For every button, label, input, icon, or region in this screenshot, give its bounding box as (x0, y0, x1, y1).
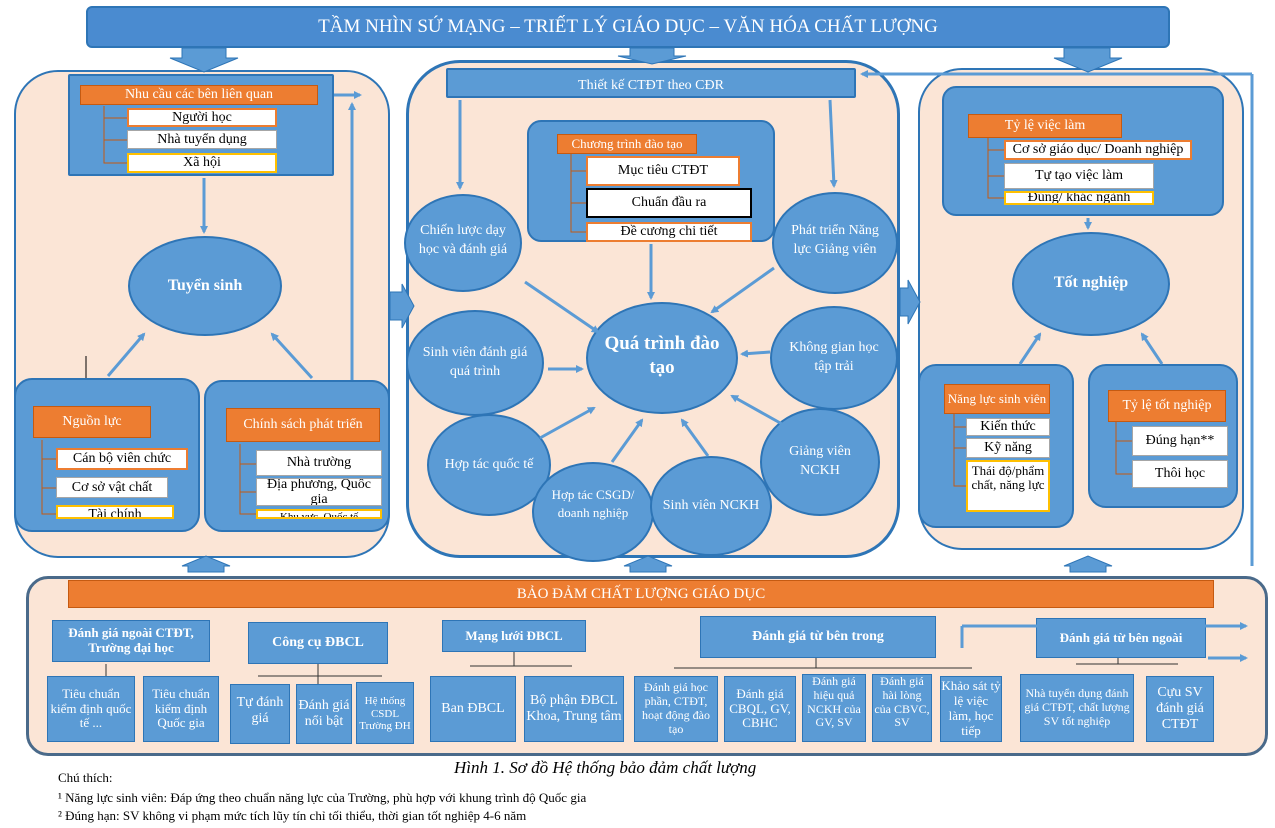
outside-employer-eval: Nhà tuyển dụng đánh giá CTĐT, chất lượng… (1020, 674, 1134, 742)
external-national-standard: Tiêu chuẩn kiểm định Quốc gia (143, 676, 219, 742)
intl-node: Hợp tác quốc tế (427, 414, 551, 516)
external-eval-label: Đánh giá ngoài CTĐT, Trường đại học (52, 620, 210, 662)
internal-employment-survey: Khảo sát tỷ lệ việc làm, học tiếp (940, 676, 1002, 742)
resource-facilities: Cơ sở vật chất (56, 477, 168, 498)
program-syllabus: Đề cương chi tiết (586, 222, 752, 242)
vision-title: TẦM NHÌN SỨ MẠNG – TRIẾT LÝ GIÁO DỤC – V… (318, 16, 938, 37)
selfassess-node: Sinh viên đánh giá quá trình (406, 310, 544, 416)
external-intl-standard: Tiêu chuẩn kiểm định quốc tế ... (47, 676, 135, 742)
employ-field: Đúng/ khác ngành (1004, 191, 1154, 205)
qa-title: BẢO ĐẢM CHẤT LƯỢNG GIÁO DỤC (68, 580, 1214, 608)
strategy-node: Chiến lược dạy học và đánh giá (404, 194, 522, 292)
internal-staff-eval: Đánh giá CBQL, GV, CBHC (724, 676, 796, 742)
resources-label: Nguồn lực (33, 406, 151, 438)
space-node: Không gian học tập trải (770, 306, 898, 410)
qa-tools-label: Công cụ ĐBCL (248, 622, 388, 664)
devcap-node: Phát triển Năng lực Giảng viên (772, 192, 898, 294)
tool-highlight: Đánh giá nổi bật (296, 684, 352, 744)
outside-alumni-eval: Cựu SV đánh giá CTĐT (1146, 676, 1214, 742)
stakeholder-society: Xã hội (127, 153, 277, 173)
figure-caption: Hình 1. Sơ đồ Hệ thống bảo đảm chất lượn… (454, 758, 757, 777)
qa-network-label: Mạng lưới ĐBCL (442, 620, 586, 652)
note-competence: ¹ Năng lực sinh viên: Đáp ứng theo chuẩn… (58, 790, 587, 805)
program-objectives: Mục tiêu CTĐT (586, 156, 740, 186)
gradrate-dropout: Thôi học (1132, 460, 1228, 488)
employ-self: Tự tạo việc làm (1004, 163, 1154, 189)
vision-title-bar: TẦM NHÌN SỨ MẠNG – TRIẾT LÝ GIÁO DỤC – V… (86, 6, 1170, 48)
network-qa-board: Ban ĐBCL (430, 676, 516, 742)
student-research-node: Sinh viên NCKH (650, 456, 772, 556)
outside-eval-label: Đánh giá từ bên ngoài (1036, 618, 1206, 658)
internal-research-eval: Đánh giá hiệu quả NCKH của GV, SV (802, 674, 866, 742)
gradrate-ontime: Đúng hạn** (1132, 426, 1228, 456)
coop-node: Hợp tác CSGD/ doanh nghiệp (532, 462, 654, 562)
stakeholder-learner: Người học (127, 108, 277, 127)
competence-label: Năng lực sinh viên (944, 384, 1050, 414)
tool-database: Hệ thống CSDL Trường ĐH (356, 682, 414, 744)
notes-heading: Chú thích: (58, 770, 113, 785)
policy-label: Chính sách phát triển (226, 408, 380, 442)
lecturer-research-node: Giảng viên NCKH (760, 408, 880, 516)
training-core-node: Quá trình đào tạo (586, 302, 738, 414)
internal-eval-label: Đánh giá từ bên trong (700, 616, 936, 658)
internal-course-eval: Đánh giá học phần, CTĐT, hoạt động đào t… (634, 676, 718, 742)
policy-international: Khu vực, Quốc tế (256, 509, 382, 519)
policy-school: Nhà trường (256, 450, 382, 476)
resource-staff: Cán bộ viên chức (56, 448, 188, 470)
internal-satisfaction-eval: Đánh giá hài lòng của CBVC, SV (872, 674, 932, 742)
design-bar: Thiết kế CTĐT theo CĐR (446, 68, 856, 98)
network-faculty-unit: Bộ phận ĐBCL Khoa, Trung tâm (524, 676, 624, 742)
design-label: Thiết kế CTĐT theo CĐR (578, 78, 724, 93)
competence-knowledge: Kiến thức (966, 418, 1050, 436)
employ-enterprise: Cơ sở giáo dục/ Doanh nghiệp (1004, 140, 1192, 160)
admission-node: Tuyển sinh (128, 236, 282, 336)
competence-skills: Kỹ năng (966, 438, 1050, 458)
graduation-node: Tốt nghiệp (1012, 232, 1170, 336)
stakeholders-label: Nhu cầu các bên liên quan (80, 85, 318, 105)
gradrate-label: Tỷ lệ tốt nghiệp (1108, 390, 1226, 422)
program-outcomes: Chuẩn đầu ra (586, 188, 752, 218)
note-ontime: ² Đúng hạn: SV không vi phạm mức tích lũ… (58, 808, 527, 823)
program-label: Chương trình đào tạo (557, 134, 697, 154)
policy-national: Địa phương, Quốc gia (256, 478, 382, 506)
tool-self-assess: Tự đánh giá (230, 684, 290, 744)
employ-label: Tỷ lệ việc làm (968, 114, 1122, 138)
stakeholder-employer: Nhà tuyển dụng (127, 130, 277, 149)
competence-attitude: Thái độ/phẩm chất, năng lực (966, 460, 1050, 512)
resource-finance: Tài chính (56, 505, 174, 519)
